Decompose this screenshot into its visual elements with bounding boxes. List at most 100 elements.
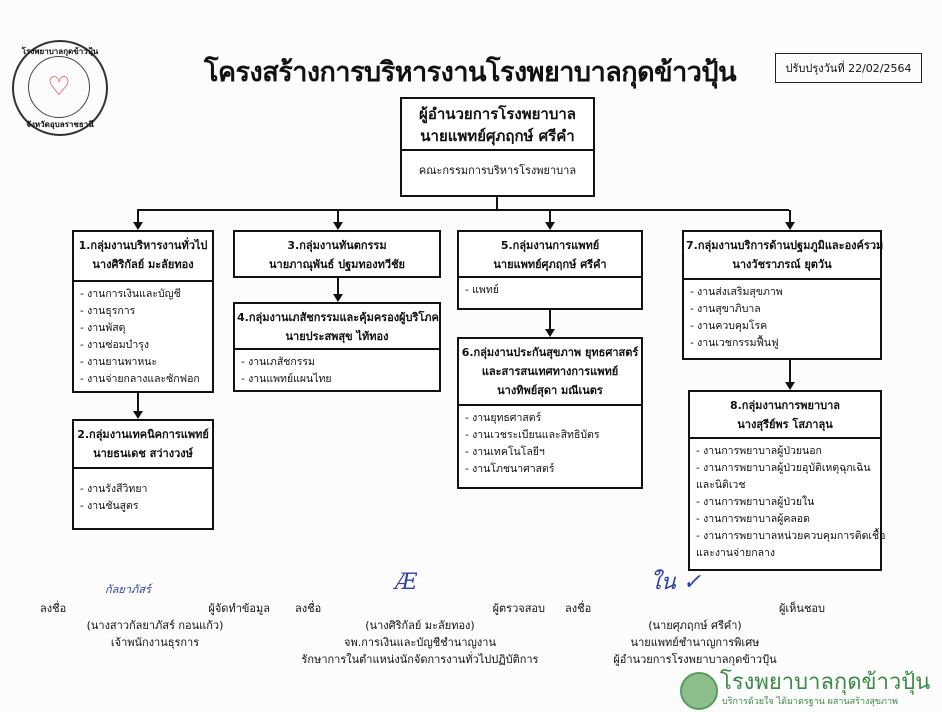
duty-item: - งานควบคุมโรค xyxy=(690,320,768,332)
group-head-name: นายแพทย์ศุภฤกษ์ ศรีคำ xyxy=(493,258,607,271)
duty-item: และนิติเวช xyxy=(696,479,746,491)
signer-name: (นายศุภฤกษ์ ศรีคำ) xyxy=(648,619,742,632)
group-header: 6.กลุ่มงานประกันสุขภาพ ยุทธศาสตร์และสารส… xyxy=(459,339,641,406)
group-header: 8.กลุ่มงานการพยาบาลนางสุรีย์พร โสภาลุน xyxy=(690,392,880,439)
duty-item: - งานการพยาบาลหน่วยควบคุมการติดเชื้อ xyxy=(696,530,886,542)
connector-line xyxy=(789,210,791,224)
group-header: 7.กลุ่มงานบริการด้านปฐมภูมิและองค์รวมนาง… xyxy=(684,232,883,280)
group-title: 6.กลุ่มงานประกันสุขภาพ ยุทธศาสตร์ xyxy=(461,346,639,359)
duty-item: - งานยานพาหนะ xyxy=(80,356,158,368)
connector-line xyxy=(496,197,498,210)
group-header: 4.กลุ่มงานเภสัชกรรมและคุ้มครองผู้บริโภคน… xyxy=(235,304,439,350)
sign-row: ลงชื่อ ผู้เห็นชอบ xyxy=(555,600,835,617)
duty-item: - งานพัสดุ xyxy=(80,322,126,334)
group-header: 1.กลุ่มงานบริหารงานทั่วไปนางศิริกัลย์ มะ… xyxy=(74,232,212,282)
duty-item: - งานเวชกรรมฟื้นฟู xyxy=(690,337,779,349)
group-box-8: 8.กลุ่มงานการพยาบาลนางสุรีย์พร โสภาลุน- … xyxy=(688,390,886,571)
duty-item: - งานเวชระเบียนและสิทธิบัตร xyxy=(465,429,600,441)
signature-block: ลงชื่อผู้ตรวจสอบ(นางศิริกัลย์ มะลัยทอง)จ… xyxy=(285,600,555,668)
group-box-6: 6.กลุ่มงานประกันสุขภาพ ยุทธศาสตร์และสารส… xyxy=(457,337,643,489)
group-head-name: นายประสพสุข ไท้ทอง xyxy=(285,330,389,343)
signature-block: ลงชื่อ ผู้เห็นชอบ (นายศุภฤกษ์ ศรีคำ) นายแพท… xyxy=(555,600,835,668)
connector-line xyxy=(137,393,139,413)
arrow-down-icon xyxy=(133,222,143,230)
group-title-cont: และสารสนเทศทางการแพทย์ xyxy=(481,365,619,378)
duty-list: - งานรังสีวิทยา - งานชันสูตร xyxy=(74,469,212,519)
connector-line xyxy=(549,310,551,331)
sign-role: ผู้ตรวจสอบ xyxy=(492,602,545,615)
brand-name: โรงพยาบาลกุดข้าวปุ้น xyxy=(720,670,931,695)
duty-list: - งานการเงินและบัญชี- งานธุรการ- งานพัสด… xyxy=(74,282,212,392)
group-title: 5.กลุ่มงานการแพทย์ xyxy=(500,239,600,252)
brand-slogan: บริการด้วยใจ ได้มาตรฐาน ผสานสร้างสุขภาพ xyxy=(722,697,898,707)
duty-item: - งานการพยาบาลผู้ป่วยนอก xyxy=(696,445,822,457)
group-title: 8.กลุ่มงานการพยาบาล xyxy=(729,399,841,412)
handwritten-signature: ใน ✓ xyxy=(650,570,702,595)
group-box-4: 4.กลุ่มงานเภสัชกรรมและคุ้มครองผู้บริโภคน… xyxy=(233,302,441,392)
duty-item: - งานรังสีวิทยา xyxy=(80,483,148,495)
group-head-name: นางวัชราภรณ์ ยุตวัน xyxy=(732,258,832,271)
director-name: นายแพทย์ศุภฤกษ์ ศรีคำ xyxy=(420,127,575,145)
group-header: 5.กลุ่มงานการแพทย์นายแพทย์ศุภฤกษ์ ศรีคำ xyxy=(459,232,641,278)
logo-bottom-text: จังหวัดอุบลราชธานี xyxy=(26,120,94,129)
arrow-down-icon xyxy=(133,411,143,419)
signer-position: ผู้อำนวยการโรงพยาบาลกุดข้าวปุ้น xyxy=(613,653,777,666)
group-box-3: 3.กลุ่มงานทันตกรรมนายภาณุพันธ์ ปฐมทองทวี… xyxy=(233,230,441,278)
director-box: ผู้อำนวยการโรงพยาบาล นายแพทย์ศุภฤกษ์ ศรี… xyxy=(400,97,595,197)
duty-item: - งานสุขาภิบาล xyxy=(690,303,761,315)
group-box-1: 1.กลุ่มงานบริหารงานทั่วไปนางศิริกัลย์ มะ… xyxy=(72,230,214,393)
duty-item: - งานเภสัชกรรม xyxy=(241,356,315,368)
group-head-name: นายธนเดช สว่างวงษ์ xyxy=(93,447,193,460)
arrow-down-icon xyxy=(545,329,555,337)
duty-item: และงานจ่ายกลาง xyxy=(696,547,776,559)
duty-item: - งานซ่อมบำรุง xyxy=(80,339,150,351)
duty-list: - แพทย์ xyxy=(459,278,641,303)
arrow-down-icon xyxy=(333,222,343,230)
group-title: 1.กลุ่มงานบริหารงานทั่วไป xyxy=(78,239,208,252)
signer-name: (นางศิริกัลย์ มะลัยทอง) xyxy=(365,619,475,632)
sign-label: ลงชื่อ xyxy=(40,602,67,615)
arrow-down-icon xyxy=(785,382,795,390)
duty-list: - งานยุทธศาสตร์ - งานเวชระเบียนและสิทธิบั… xyxy=(459,406,641,482)
duty-item: - งานชันสูตร xyxy=(80,500,139,512)
hospital-seal-icon xyxy=(680,672,718,710)
group-box-7: 7.กลุ่มงานบริการด้านปฐมภูมิและองค์รวมนาง… xyxy=(682,230,883,360)
duty-item: - งานธุรการ xyxy=(80,305,136,317)
group-header: 3.กลุ่มงานทันตกรรมนายภาณุพันธ์ ปฐมทองทวี… xyxy=(235,232,439,280)
group-title: 3.กลุ่มงานทันตกรรม xyxy=(287,239,387,252)
logo-top-text: โรงพยาบาลกุดข้าวปุ้น xyxy=(21,47,99,56)
sign-row: ลงชื่อผู้ตรวจสอบ xyxy=(285,600,555,617)
duty-list: - งานเภสัชกรรม - งานแพทย์แผนไทย xyxy=(235,350,439,392)
signer-position: นายแพทย์ชำนาญการพิเศษ xyxy=(630,636,760,649)
group-head-name: นางทิพย์สุดา มณีเนตร xyxy=(497,384,603,397)
duty-item: - งานโภชนาศาสตร์ xyxy=(465,463,555,475)
connector-line xyxy=(789,360,791,384)
duty-item: - งานการพยาบาลผู้คลอด xyxy=(696,513,810,525)
group-title: 4.กลุ่มงานเภสัชกรรมและคุ้มครองผู้บริโภค xyxy=(237,311,439,324)
connector-line xyxy=(137,209,789,211)
sign-role: ผู้เห็นชอบ xyxy=(778,602,825,615)
handwritten-signature: กัลยาภัสร์ xyxy=(105,583,151,596)
duty-item: - งานยุทธศาสตร์ xyxy=(465,412,542,424)
duty-item: - งานแพทย์แผนไทย xyxy=(241,373,332,385)
duty-item: - งานการพยาบาลผู้ป่วยใน xyxy=(696,496,815,508)
group-header: 2.กลุ่มงานเทคนิคการแพทย์นายธนเดช สว่างวง… xyxy=(74,421,212,469)
committee-label: คณะกรรมการบริหารโรงพยาบาล xyxy=(418,164,577,177)
sign-label: ลงชื่อ xyxy=(565,602,592,615)
group-title: 2.กลุ่มงานเทคนิคการแพทย์ xyxy=(77,428,209,441)
duty-list: - งานการพยาบาลผู้ป่วยนอก - งานการพยาบาลผู… xyxy=(690,439,886,566)
duty-item: - งานการพยาบาลผู้ป่วยอุบัติเหตุฉุกเฉิน xyxy=(696,462,871,474)
group-head-name: นางศิริกัลย์ มะลัยทอง xyxy=(92,258,194,271)
duty-item: - งานเทคโนโลยีฯ xyxy=(465,446,545,458)
signer-name: (นางสาวกัลยาภัสร์ กอนแก้ว) xyxy=(86,619,224,632)
group-box-2: 2.กลุ่มงานเทคนิคการแพทย์นายธนเดช สว่างวง… xyxy=(72,419,214,530)
hospital-logo: โรงพยาบาลกุดข้าวปุ้น ♡ จังหวัดอุบลราชธาน… xyxy=(12,40,108,136)
arrow-down-icon xyxy=(333,294,343,302)
group-box-5: 5.กลุ่มงานการแพทย์นายแพทย์ศุภฤกษ์ ศรีคำ-… xyxy=(457,230,643,310)
sign-role: ผู้จัดทำข้อมูล xyxy=(208,602,270,615)
updated-date: ปรับปรุงวันที่ 22/02/2564 xyxy=(775,53,922,83)
connector-line xyxy=(337,210,339,224)
group-head-name: นายภาณุพันธ์ ปฐมทองทวีชัย xyxy=(269,258,405,271)
arrow-down-icon xyxy=(545,222,555,230)
